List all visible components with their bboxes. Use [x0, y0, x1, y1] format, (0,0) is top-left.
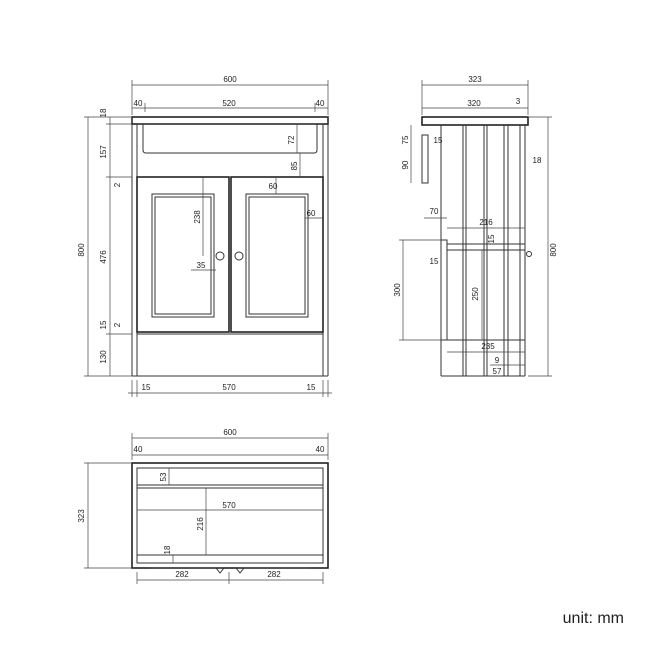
side-inner-depth: 320 — [467, 99, 481, 108]
front-handle-v: 238 — [193, 210, 202, 224]
top-width-label: 600 — [223, 428, 237, 437]
side-shelf — [446, 243, 526, 251]
side-shelf-thickness: 15 — [487, 234, 496, 243]
side-overall-height: 800 — [549, 243, 558, 257]
front-gap-top: 2 — [113, 182, 122, 187]
basin — [142, 124, 318, 154]
top-outline — [131, 462, 329, 569]
front-plinth: 130 — [99, 350, 108, 364]
top-left-half: 282 — [175, 570, 189, 579]
top-inner-width: 570 — [222, 501, 236, 510]
top-view: 600 40 40 53 570 216 18 323 282 282 — [77, 428, 329, 584]
front-right-overhang: 40 — [316, 99, 325, 108]
side-shelf-depth: 216 — [479, 218, 493, 227]
front-left-overhang: 40 — [134, 99, 143, 108]
side-back-gap: 3 — [516, 97, 521, 106]
front-handle-h: 35 — [197, 261, 206, 270]
top-handles — [215, 567, 245, 574]
right-knob — [234, 251, 244, 261]
side-base-back: 57 — [493, 367, 502, 376]
top-right-overhang: 40 — [316, 445, 325, 454]
top-depth-label: 323 — [77, 509, 86, 523]
front-width-label: 600 — [223, 75, 237, 84]
side-view: 323 320 3 75 90 15 70 15 300 216 15 250 … — [393, 75, 558, 377]
front-bottom-rail: 15 — [99, 320, 108, 329]
worktop — [131, 116, 329, 125]
front-overall-height: 800 — [77, 243, 86, 257]
side-shelf-setback: 70 — [430, 207, 439, 216]
front-top-inner: 520 — [222, 99, 236, 108]
front-basin-depth: 72 — [287, 135, 296, 144]
top-right-half: 282 — [267, 570, 281, 579]
side-rail-drop: 90 — [401, 160, 410, 169]
top-left-overhang: 40 — [134, 445, 143, 454]
side-rail-thickness: 15 — [434, 136, 443, 145]
side-shelf-clearance: 250 — [471, 287, 480, 301]
side-top-rail: 75 — [401, 135, 410, 144]
unit-label: unit: mm — [562, 610, 624, 627]
side-knob — [526, 251, 532, 257]
right-door — [230, 176, 324, 333]
side-base-depth: 235 — [481, 342, 495, 351]
front-top-section: 157 — [99, 145, 108, 159]
side-shelf-support: 15 — [430, 257, 439, 266]
left-door — [136, 176, 230, 333]
front-leg-right: 15 — [307, 383, 316, 392]
front-leg-left: 15 — [142, 383, 151, 392]
front-rail-height: 85 — [290, 161, 299, 170]
front-panel-side: 60 — [307, 209, 316, 218]
side-shelf-height: 300 — [393, 283, 402, 297]
front-inner-width: 570 — [222, 383, 236, 392]
side-total-depth: 323 — [468, 75, 482, 84]
front-top-thickness: 18 — [99, 108, 108, 117]
front-view: 600 40 520 40 72 85 238 35 60 60 18 157 — [77, 75, 332, 397]
front-panel-top: 60 — [269, 182, 278, 191]
side-door-thickness: 18 — [533, 156, 542, 165]
top-front-rail: 18 — [163, 545, 172, 554]
front-door-height: 476 — [99, 250, 108, 264]
top-inner-depth: 216 — [196, 517, 205, 531]
side-base-gap: 9 — [495, 356, 500, 365]
front-gap-bottom: 2 — [113, 322, 122, 327]
side-worktop — [421, 116, 529, 126]
left-knob — [215, 251, 225, 261]
top-back-rail: 53 — [159, 472, 168, 481]
